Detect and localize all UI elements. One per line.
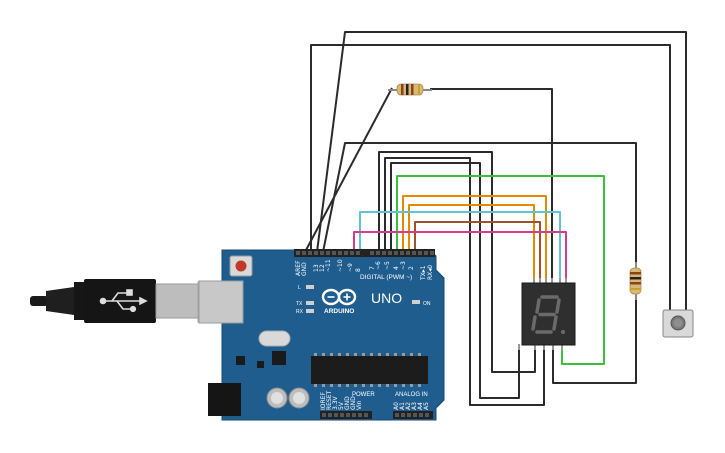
wire-magenta[interactable]	[353, 231, 567, 282]
pin-label: ~10	[337, 259, 344, 272]
arduino-board[interactable]: AREF GND 13 12 ~11 ~10 ~9 8 7 ~6 ~5 4 ~3…	[198, 249, 445, 421]
led-on-label: ON	[423, 301, 431, 307]
reset-button[interactable]	[235, 260, 247, 272]
pin-label: 13	[313, 264, 320, 272]
digital-header	[294, 249, 435, 257]
led-l-label: L	[298, 285, 301, 291]
capacitor-left	[266, 387, 288, 409]
pin-label: A5	[423, 402, 430, 410]
pin-label: ~3	[400, 261, 407, 270]
led-tx	[306, 301, 314, 305]
pin-label: ~5	[384, 261, 391, 270]
small-chip	[257, 361, 264, 368]
analog-pin-labels: A0 A1 A2 A3 A4 A5	[393, 402, 430, 410]
digital-header-label: DIGITAL (PWM ~)	[360, 274, 412, 281]
pin-label: RX◂0	[427, 265, 434, 280]
pin-label: 3.3V	[332, 395, 339, 410]
resistor-top[interactable]	[388, 83, 432, 96]
pin-label: 12	[319, 264, 326, 272]
voltage-regulator	[272, 351, 286, 365]
power-header	[320, 411, 372, 419]
wire-gnd-to-button[interactable]	[310, 44, 671, 312]
led-on	[412, 300, 420, 304]
pin-label: A4	[417, 402, 424, 410]
pin-label: TX▸1	[420, 265, 427, 281]
push-button[interactable]	[662, 309, 694, 338]
pin-label: GND	[344, 396, 351, 410]
wire-aref-to-resistor[interactable]	[304, 87, 393, 253]
pin-label: AREF	[295, 260, 302, 276]
analog-header	[393, 411, 433, 419]
small-chip	[236, 356, 245, 365]
wire-resistor-to-display[interactable]	[430, 88, 553, 282]
digital-pin-labels: AREF GND 13 12 ~11 ~10 ~9 8 7 ~6 ~5 4 ~3…	[295, 259, 434, 281]
pin-label: GND	[301, 262, 308, 276]
power-jack	[208, 383, 241, 416]
pin-label: GND	[350, 396, 357, 410]
wire-orange-b[interactable]	[408, 204, 535, 282]
pin-label: A3	[411, 402, 418, 410]
pin-label: IOREF	[320, 392, 327, 410]
pin-label: 8	[355, 268, 362, 272]
led-l	[306, 285, 314, 289]
segment-digit	[531, 295, 561, 334]
brand-label: ARDUINO	[324, 308, 354, 315]
crystal-oscillator	[258, 330, 291, 347]
capacitor-right	[288, 387, 310, 409]
microcontroller-chip	[311, 353, 428, 387]
pin-label: ~9	[347, 263, 354, 272]
wire-6-loop[interactable]	[390, 162, 520, 399]
led-rx-label: RX	[296, 309, 304, 315]
led-rx	[306, 309, 314, 313]
resistor-right[interactable]	[629, 262, 642, 300]
pin-label: A0	[393, 402, 400, 410]
wire-orange-a[interactable]	[402, 195, 547, 282]
pin-label: A1	[399, 402, 406, 410]
wire-8-loop[interactable]	[378, 151, 536, 373]
analog-label: ANALOG IN	[395, 392, 428, 398]
model-label: UNO	[371, 290, 402, 306]
power-pin-labels: IOREF RESET 3.3V 5V GND GND Vin	[320, 390, 363, 410]
pin-label: ~11	[325, 259, 332, 272]
seven-segment-display[interactable]	[518, 278, 576, 350]
wire-green[interactable]	[396, 175, 605, 365]
pin-label: 5V	[338, 401, 345, 410]
pin-label: RESET	[326, 390, 333, 410]
pin-label: 4	[393, 266, 400, 270]
decimal-point	[561, 330, 565, 334]
display-digit-value: 8.	[548, 329, 550, 331]
wire-7-loop[interactable]	[384, 157, 545, 406]
pin-label: 7	[369, 266, 376, 270]
pin-label: 2	[408, 266, 415, 270]
arduino-logo-icon	[321, 288, 357, 306]
led-tx-label: TX	[296, 301, 303, 307]
power-label: POWER	[352, 392, 375, 398]
pin-label: ~6	[375, 261, 382, 270]
pin-label: Vin	[356, 400, 363, 410]
usb-port	[198, 280, 244, 324]
usb-icon	[99, 289, 148, 313]
pin-label: A2	[405, 402, 412, 410]
wire-brown[interactable]	[414, 221, 541, 282]
wire-13-to-button-top[interactable]	[316, 31, 687, 316]
